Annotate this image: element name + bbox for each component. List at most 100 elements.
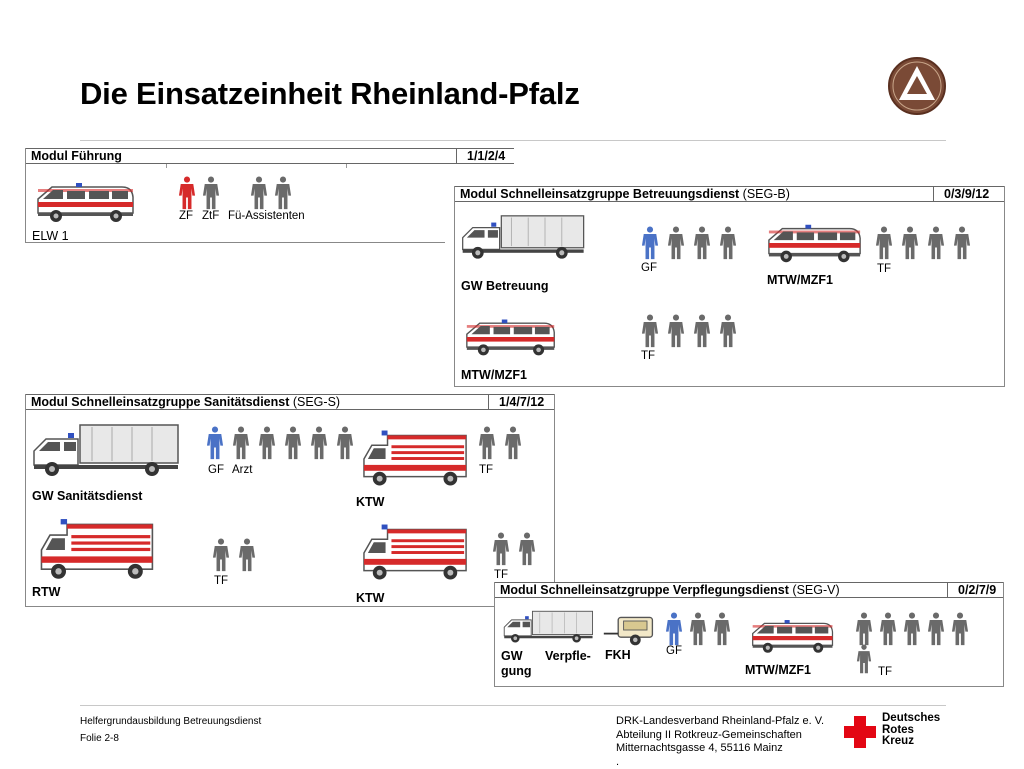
- person-icon: [212, 538, 230, 572]
- role-tf: TF: [479, 464, 493, 477]
- person-icon: [504, 426, 522, 460]
- fkh-trailer-icon: [601, 612, 657, 648]
- module-code: 1/4/7/12: [488, 395, 544, 409]
- person-icon: [336, 426, 354, 460]
- page-title: Die Einsatzeinheit Rheinland-Pfalz: [80, 76, 580, 112]
- role-ztf: ZtF: [202, 210, 219, 223]
- role-tf: TF: [877, 263, 891, 276]
- person-icon: [927, 612, 945, 646]
- org-line: Abteilung II Rotkreuz-Gemeinschaften: [616, 729, 824, 743]
- elw-vehicle-icon: [36, 178, 136, 226]
- person-icon: [667, 314, 685, 348]
- role-gf: GF: [208, 464, 224, 477]
- vehicle-label: MTW/MZF1: [461, 368, 527, 382]
- org-line: Mitternachtsgasse 4, 55116 Mainz: [616, 742, 824, 756]
- person-icon: [258, 426, 276, 460]
- module-name: Modul Schnelleinsatzgruppe Betreuungsdie…: [460, 187, 790, 201]
- person-icon: [667, 226, 685, 260]
- role-gf: GF: [641, 262, 657, 275]
- person-icon: [855, 612, 873, 646]
- role-tf: TF: [494, 569, 508, 582]
- person-assistent-icon: [274, 176, 292, 210]
- mtw-vehicle-icon: [751, 614, 835, 658]
- person-icon: [719, 226, 737, 260]
- top-divider: [80, 140, 946, 141]
- person-icon: [879, 612, 897, 646]
- vehicle-label-line3: gung: [501, 664, 532, 678]
- vehicle-label: GW Sanitätsdienst: [32, 489, 142, 503]
- person-icon: [693, 226, 711, 260]
- triangle-logo-icon: [887, 56, 947, 116]
- person-icon: [713, 612, 731, 646]
- mtw-vehicle-icon: [767, 220, 863, 266]
- vehicle-label: ELW 1: [32, 229, 69, 243]
- person-assistent-icon: [250, 176, 268, 210]
- footer-organization: DRK-Landesverband Rheinland-Pfalz e. V. …: [616, 715, 824, 769]
- person-icon: [284, 426, 302, 460]
- panel-seg-b: Modul Schnelleinsatzgruppe Betreuungsdie…: [454, 186, 1005, 387]
- module-name: Modul Schnelleinsatzgruppe Sanitätsdiens…: [31, 395, 340, 409]
- ktw-vehicle-icon: [362, 428, 470, 490]
- panel-modul-fuehrung: Modul Führung 1/1/2/4 ELW 1 ZF ZtF Fü-As…: [25, 148, 514, 243]
- org-line: .: [616, 756, 824, 769]
- person-icon: [641, 314, 659, 348]
- footer-slide-number: Folie 2-8: [80, 733, 119, 745]
- ktw-vehicle-icon: [362, 522, 470, 584]
- person-icon: [478, 426, 496, 460]
- panel-seg-s: Modul Schnelleinsatzgruppe Sanitätsdiens…: [25, 394, 555, 607]
- person-icon: [953, 226, 971, 260]
- vehicle-label: MTW/MZF1: [767, 273, 833, 287]
- vehicle-label: GW Betreuung: [461, 279, 549, 293]
- person-icon: [927, 226, 945, 260]
- person-ztf-icon: [202, 176, 220, 210]
- role-tf: TF: [878, 666, 892, 679]
- person-gf-icon: [641, 226, 659, 260]
- vehicle-label-line1: GW: [501, 649, 523, 663]
- role-arzt: Arzt: [232, 464, 252, 477]
- person-arzt-icon: [232, 426, 250, 460]
- role-fue-assistenten: Fü-Assistenten: [228, 210, 305, 223]
- gw-betreuung-truck-icon: [461, 210, 587, 262]
- org-line: DRK-Landesverband Rheinland-Pfalz e. V.: [616, 715, 824, 729]
- person-icon: [693, 314, 711, 348]
- person-icon: [238, 538, 256, 572]
- drk-wordmark: Deutsches Rotes Kreuz: [882, 713, 940, 748]
- person-icon: [310, 426, 328, 460]
- person-icon: [518, 532, 536, 566]
- footer-course: Helfergrundausbildung Betreuungsdienst: [80, 716, 261, 728]
- person-icon: [719, 314, 737, 348]
- person-icon: [492, 532, 510, 566]
- person-gf-icon: [665, 612, 683, 646]
- vehicle-label-line2: Verpfle-: [545, 649, 591, 663]
- person-icon: [875, 226, 893, 260]
- vehicle-label: MTW/MZF1: [745, 663, 811, 677]
- person-gf-icon: [206, 426, 224, 460]
- role-zf: ZF: [179, 210, 193, 223]
- module-code: 0/3/9/12: [933, 187, 989, 201]
- fuehrung-bottom-line: [25, 242, 445, 243]
- person-icon: [689, 612, 707, 646]
- person-icon: [903, 612, 921, 646]
- module-name: Modul Schnelleinsatzgruppe Verpflegungsd…: [500, 583, 840, 597]
- role-gf: GF: [666, 645, 682, 658]
- module-code: 0/2/7/9: [947, 583, 996, 597]
- red-cross-icon: [843, 715, 877, 749]
- vehicle-label: KTW: [356, 591, 384, 605]
- gw-verpflegung-truck-icon: [503, 606, 595, 646]
- vehicle-label: KTW: [356, 495, 384, 509]
- person-icon: [901, 226, 919, 260]
- module-code: 1/1/2/4: [456, 149, 505, 163]
- rtw-vehicle-icon: [36, 518, 160, 582]
- module-name: Modul Führung: [31, 149, 122, 163]
- gw-sanitaetsdienst-truck-icon: [32, 418, 182, 480]
- person-icon: [951, 612, 969, 646]
- vehicle-label: FKH: [605, 648, 631, 662]
- panel-seg-v: Modul Schnelleinsatzgruppe Verpflegungsd…: [494, 582, 1004, 687]
- role-tf: TF: [641, 350, 655, 363]
- bottom-divider: [80, 705, 946, 706]
- person-zf-icon: [178, 176, 196, 210]
- person-icon: [855, 644, 873, 674]
- role-tf: TF: [214, 575, 228, 588]
- mtw-vehicle-icon: [465, 314, 557, 360]
- vehicle-label: RTW: [32, 585, 60, 599]
